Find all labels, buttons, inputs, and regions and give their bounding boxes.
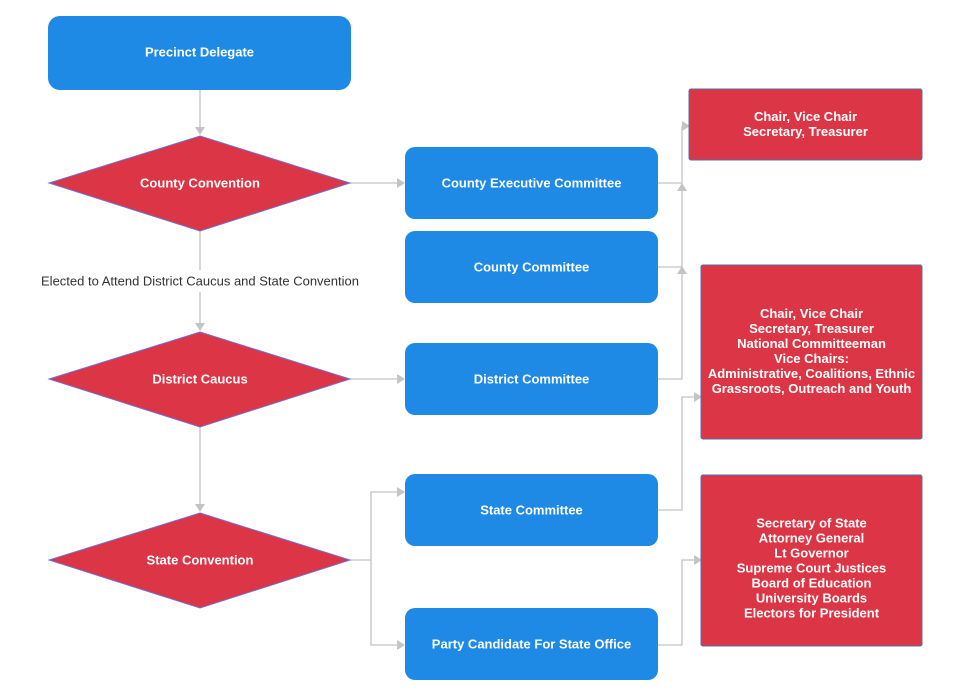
arrow-head bbox=[195, 504, 205, 512]
party-candidate-label: Party Candidate For State Office bbox=[432, 636, 631, 651]
list-item: Vice Chairs: bbox=[774, 351, 849, 366]
list-item: University Boards bbox=[756, 590, 867, 605]
district-committee-label: District Committee bbox=[474, 371, 590, 386]
precinct-delegate-node[interactable]: Precinct Delegate bbox=[48, 16, 351, 90]
connector-district-committee-to-county-officers bbox=[658, 268, 683, 380]
arrow-head bbox=[397, 178, 405, 188]
arrow-head bbox=[397, 374, 405, 384]
arrow-head bbox=[195, 127, 205, 135]
connector-party-candidate-to-state-offices bbox=[658, 559, 694, 646]
list-item: Attorney General bbox=[759, 530, 864, 545]
district-caucus-node[interactable]: District Caucus bbox=[47, 331, 352, 428]
list-item: Secretary, Treasurer bbox=[743, 124, 868, 139]
arrow-head bbox=[682, 121, 690, 131]
state-convention-label: State Convention bbox=[147, 552, 254, 567]
list-item: Board of Education bbox=[752, 575, 872, 590]
list-item: Lt Governor bbox=[774, 545, 848, 560]
state-convention-node[interactable]: State Convention bbox=[47, 512, 352, 609]
county-committee-label: County Committee bbox=[474, 259, 590, 274]
list-item: Administrative, Coalitions, Ethnic bbox=[708, 366, 915, 381]
precinct-delegate-label: Precinct Delegate bbox=[145, 44, 254, 59]
connector-executive-committee-to-county-officers bbox=[658, 126, 683, 184]
list-item: Supreme Court Justices bbox=[737, 560, 887, 575]
arrow-head bbox=[694, 392, 702, 402]
list-item: National Committeeman bbox=[737, 336, 886, 351]
list-item: Secretary of State bbox=[756, 515, 867, 530]
arrow-head bbox=[694, 555, 702, 565]
connector-state-committee-to-district-state-officers bbox=[658, 396, 694, 511]
county-committee-node[interactable]: County Committee bbox=[405, 231, 658, 303]
arrow-head bbox=[677, 183, 687, 191]
list-item: Chair, Vice Chair bbox=[760, 306, 863, 321]
state-committee-label: State Committee bbox=[480, 502, 583, 517]
list-item: Grassroots, Outreach and Youth bbox=[712, 381, 912, 396]
arrow-head bbox=[397, 487, 405, 497]
party-candidate-node[interactable]: Party Candidate For State Office bbox=[405, 608, 658, 680]
connector-state-convention-to-state-committee bbox=[350, 491, 397, 561]
county-convention-node[interactable]: County Convention bbox=[47, 135, 352, 232]
connector-state-convention-to-party-candidate bbox=[370, 560, 397, 646]
list-item: Electors for President bbox=[744, 605, 880, 620]
county-executive-committee-node[interactable]: County Executive Committee bbox=[405, 147, 658, 219]
connectors bbox=[195, 90, 702, 650]
state-committee-node[interactable]: State Committee bbox=[405, 474, 658, 546]
elected-to-attend-label: Elected to Attend District Caucus and St… bbox=[41, 273, 359, 288]
list-item: Secretary, Treasurer bbox=[749, 321, 874, 336]
county-convention-label: County Convention bbox=[140, 175, 260, 190]
district-committee-node[interactable]: District Committee bbox=[405, 343, 658, 415]
arrow-head bbox=[195, 323, 205, 331]
arrow-head bbox=[677, 266, 687, 274]
district-caucus-label: District Caucus bbox=[152, 371, 247, 386]
arrow-head bbox=[397, 640, 405, 650]
list-item: Chair, Vice Chair bbox=[754, 109, 857, 124]
elected-edge-label: Elected to Attend District Caucus and St… bbox=[30, 270, 370, 292]
connector-county-committee-to-county-officers bbox=[658, 184, 683, 268]
county-executive-committee-label: County Executive Committee bbox=[442, 175, 622, 190]
